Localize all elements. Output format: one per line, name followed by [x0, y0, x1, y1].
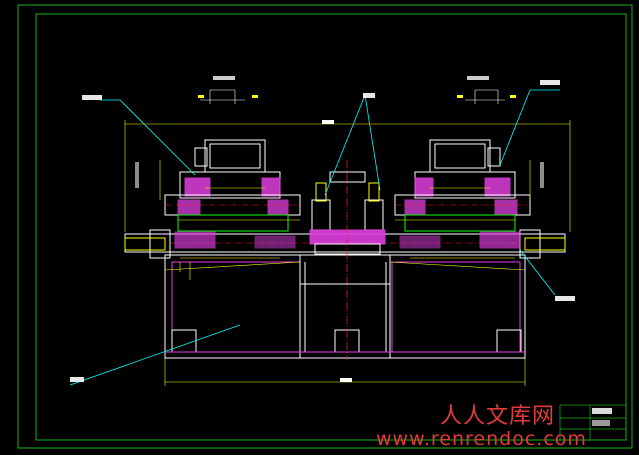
- central-clamp: [300, 160, 390, 360]
- drawing-border-inner: [35, 13, 627, 441]
- dimension-lines: [124, 120, 571, 386]
- left-motor-unit: [164, 139, 301, 280]
- watermark-url: www.renrendoc.com: [376, 428, 587, 450]
- drawing-border-outer: [17, 4, 633, 449]
- watermark-site-name: 人人文库网: [440, 404, 556, 429]
- detail-view-right: [457, 76, 516, 104]
- leader-lines: [69, 89, 560, 386]
- title-block: [559, 404, 627, 441]
- leader-label-glyphs: [70, 80, 575, 382]
- detail-view-left: [198, 76, 258, 104]
- right-motor-unit: [394, 139, 531, 259]
- machine-base: [164, 254, 526, 359]
